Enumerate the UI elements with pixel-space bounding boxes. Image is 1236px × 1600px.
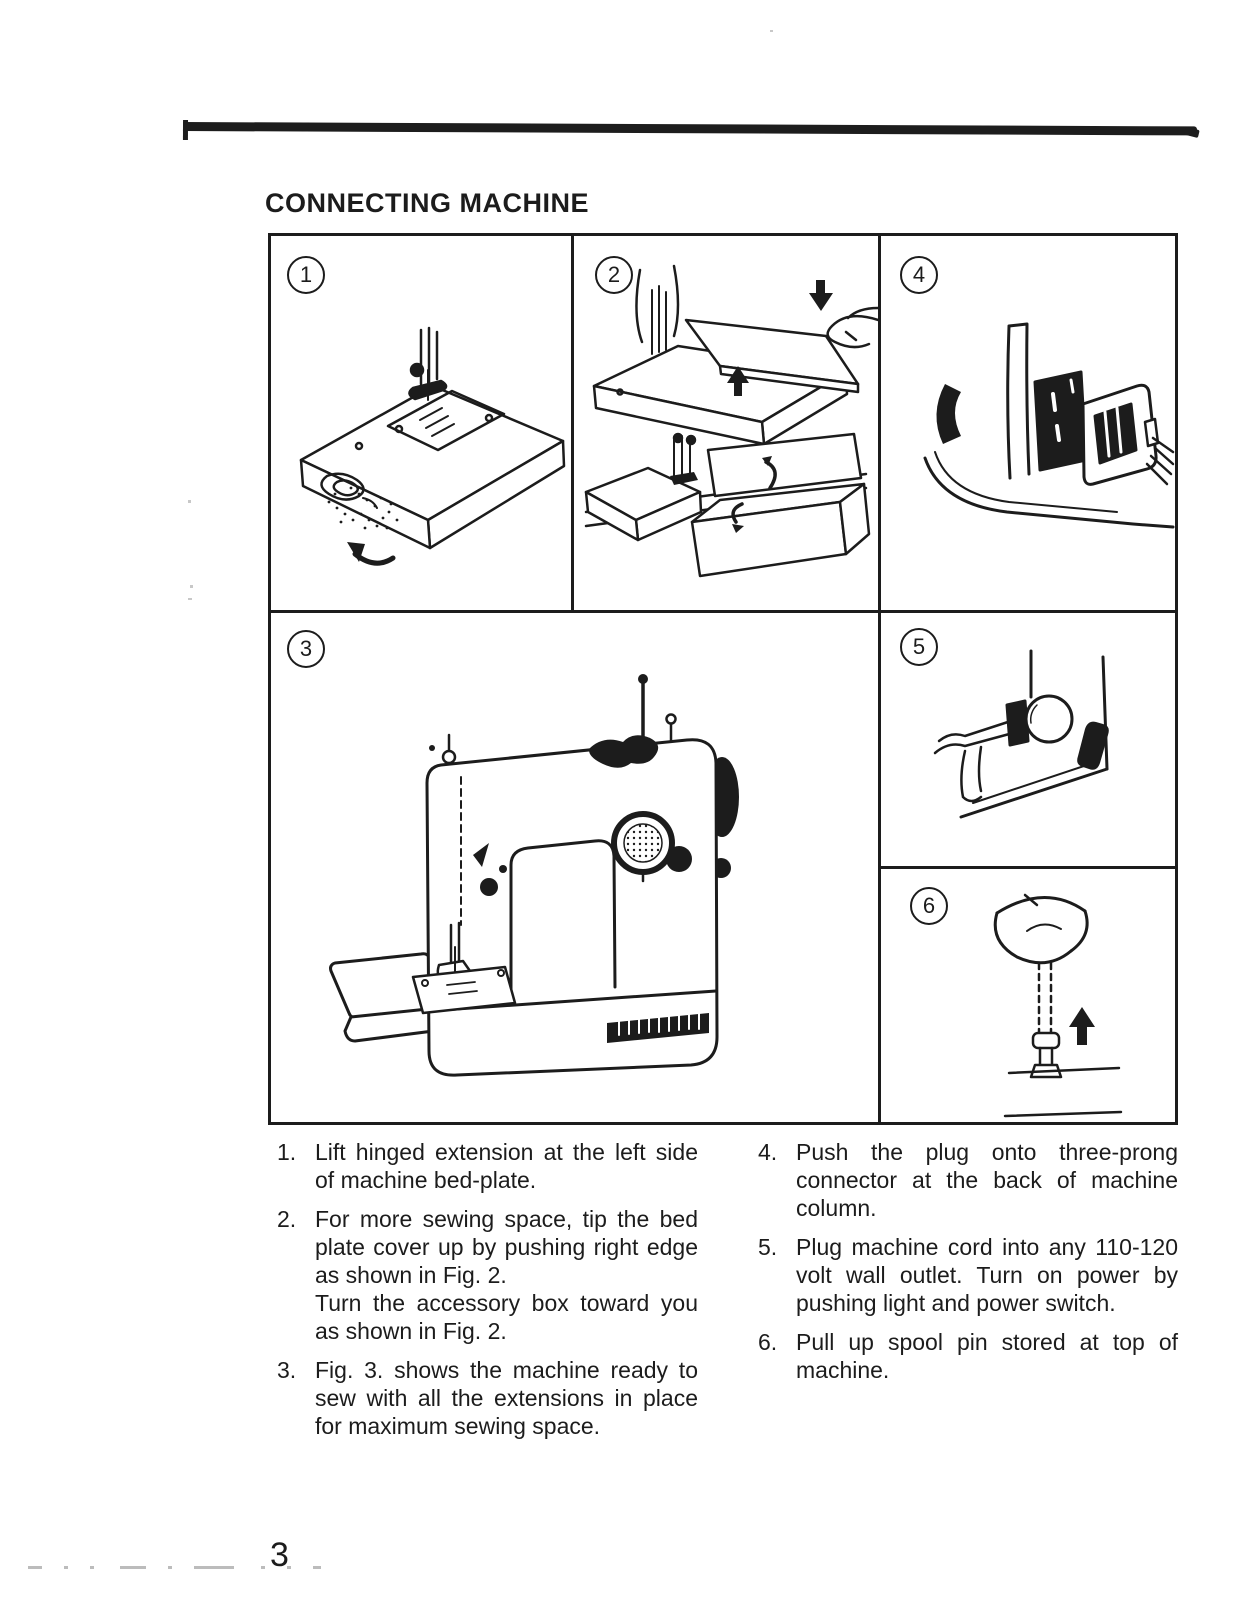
scan-artifact — [770, 30, 773, 32]
instruction-item-1: 1. Lift hinged extension at the left sid… — [277, 1138, 698, 1194]
top-rule — [182, 122, 1198, 136]
scan-artifact — [188, 598, 192, 600]
instruction-4-number: 4. — [758, 1139, 778, 1165]
figure-panel-1: 1 — [271, 236, 571, 610]
instruction-item-4: 4. Push the plug onto three-prong connec… — [758, 1138, 1178, 1222]
figure-panel-6: 6 — [881, 869, 1175, 1122]
bed-plate-cover-illustration — [584, 264, 878, 578]
figure-grid: 1 — [268, 233, 1178, 1125]
grid-divider-vertical-2 — [878, 236, 881, 1122]
instruction-1-number: 1. — [277, 1139, 297, 1165]
figure-1-label: 1 — [287, 256, 325, 294]
power-switch-knob-illustration — [933, 649, 1109, 819]
figure-panel-4: 4 — [881, 236, 1175, 610]
instruction-item-2: 2. For more sewing space, tip the bed pl… — [277, 1205, 698, 1345]
instruction-2-text-b: Turn the accessory box toward you as sho… — [315, 1290, 698, 1344]
grid-divider-horizontal-2 — [878, 866, 1175, 869]
figure-3-label: 3 — [287, 630, 325, 668]
sewing-machine-illustration — [329, 674, 739, 1077]
figure-2-label: 2 — [595, 256, 633, 294]
figure-panel-3: 3 — [271, 613, 878, 1122]
figure-6-label: 6 — [910, 887, 948, 925]
scan-artifact — [190, 585, 193, 588]
instructions-left-column: 1. Lift hinged extension at the left sid… — [277, 1138, 698, 1451]
instruction-4-text: Push the plug onto three-prong connector… — [796, 1139, 1178, 1221]
spool-pin-pull-illustration — [993, 893, 1123, 1118]
instruction-6-number: 6. — [758, 1329, 778, 1355]
grid-divider-horizontal-1 — [271, 610, 1175, 613]
scan-artifact — [188, 500, 191, 503]
instruction-2-number: 2. — [277, 1206, 297, 1232]
instruction-5-number: 5. — [758, 1234, 778, 1260]
instruction-item-5: 5. Plug machine cord into any 110-120 vo… — [758, 1233, 1178, 1317]
hinged-extension-illustration — [299, 326, 566, 566]
page-title: CONNECTING MACHINE — [265, 188, 589, 219]
page-number: 3 — [270, 1536, 289, 1574]
instruction-5-text: Plug machine cord into any 110-120 volt … — [796, 1234, 1178, 1316]
plug-connector-illustration — [923, 322, 1175, 529]
instruction-3-text: Fig. 3. shows the machine ready to sew w… — [315, 1357, 698, 1439]
figure-panel-2: 2 — [574, 236, 878, 610]
instructions-right-column: 4. Push the plug onto three-prong connec… — [758, 1138, 1178, 1395]
figure-4-label: 4 — [900, 256, 938, 294]
instruction-item-6: 6. Pull up spool pin stored at top of ma… — [758, 1328, 1178, 1384]
grid-divider-vertical-1 — [571, 236, 574, 612]
scan-artifact-dashes — [28, 1566, 448, 1570]
figure-5-label: 5 — [900, 628, 938, 666]
figure-panel-5: 5 — [881, 613, 1175, 866]
instruction-3-number: 3. — [277, 1357, 297, 1383]
instruction-2-text-a: For more sewing space, tip the bed plate… — [315, 1206, 698, 1288]
instruction-6-text: Pull up spool pin stored at top of machi… — [796, 1329, 1178, 1383]
instruction-1-text: Lift hinged extension at the left side o… — [315, 1139, 698, 1193]
instruction-item-3: 3. Fig. 3. shows the machine ready to se… — [277, 1356, 698, 1440]
